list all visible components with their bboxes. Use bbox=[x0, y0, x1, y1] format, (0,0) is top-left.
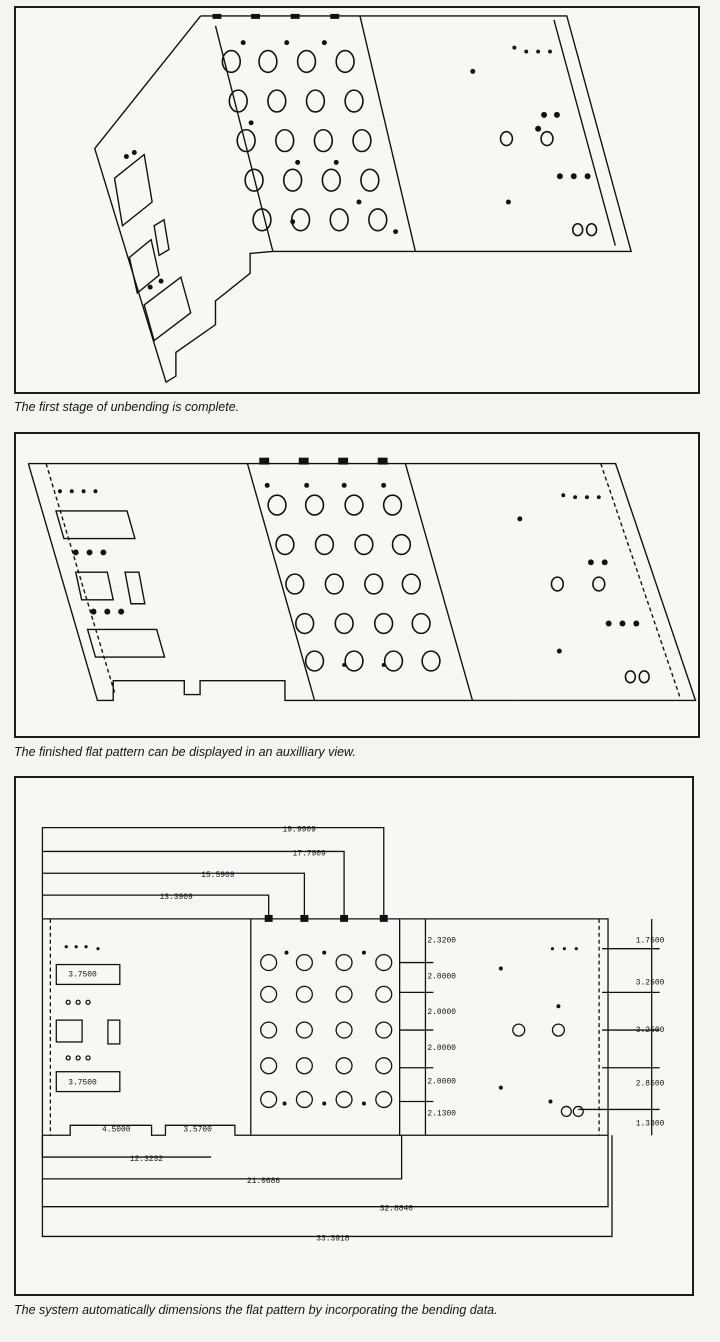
dim-right-hole-5: 2.0000 bbox=[427, 1078, 456, 1087]
figure-1-panel bbox=[14, 6, 700, 394]
dim-right-edge-1: 1.7500 bbox=[636, 937, 665, 946]
dim-cutout-1: 3.7500 bbox=[68, 970, 97, 979]
dim-right-edge-4: 2.8500 bbox=[636, 1080, 665, 1089]
dim-bottom-2: 21.0686 bbox=[247, 1177, 281, 1186]
figure-2-panel bbox=[14, 432, 700, 738]
figure-2-caption: The finished flat pattern can be display… bbox=[14, 745, 356, 759]
dim-right-hole-6: 2.1300 bbox=[427, 1109, 456, 1118]
dim-notch-1: 4.5000 bbox=[102, 1125, 131, 1134]
dim-right-hole-2: 2.0000 bbox=[427, 972, 456, 981]
dim-right-hole-3: 2.0000 bbox=[427, 1008, 456, 1017]
dim-right-edge-5: 1.3300 bbox=[636, 1119, 665, 1128]
dimensioned-flat-pattern-drawing: 19.9909 17.7909 15.5909 13.3909 12.3232 … bbox=[41, 826, 665, 1243]
figure-3-panel: 19.9909 17.7909 15.5909 13.3909 12.3232 … bbox=[14, 776, 694, 1296]
dim-right-hole-4: 2.0000 bbox=[427, 1044, 456, 1053]
part-outline bbox=[41, 918, 609, 1136]
flat-pattern-drawing bbox=[27, 457, 697, 702]
hole-grid bbox=[65, 953, 584, 1118]
hole-grid bbox=[267, 494, 650, 684]
dim-cutout-2: 3.7500 bbox=[68, 1079, 97, 1088]
dim-top-1: 19.9909 bbox=[283, 826, 317, 835]
dim-bottom-4: 33.3918 bbox=[316, 1234, 350, 1243]
small-holes bbox=[64, 945, 578, 1106]
dim-bottom-3: 32.8840 bbox=[380, 1205, 414, 1214]
flat-pattern-outline bbox=[27, 462, 697, 702]
figure-3-caption: The system automatically dimensions the … bbox=[14, 1303, 498, 1317]
figure-1-caption: The first stage of unbending is complete… bbox=[14, 400, 240, 414]
dim-right-edge-2: 3.2500 bbox=[636, 978, 665, 987]
side-flange-outline bbox=[93, 15, 273, 384]
dim-top-3: 15.5909 bbox=[201, 871, 235, 880]
small-holes bbox=[123, 40, 591, 290]
small-holes bbox=[57, 482, 640, 667]
dim-bottom-1: 12.3232 bbox=[130, 1155, 164, 1164]
unbending-stage-drawing bbox=[93, 13, 633, 384]
dim-notch-2: 3.5700 bbox=[183, 1125, 212, 1134]
dim-right-hole-1: 2.3200 bbox=[427, 937, 456, 946]
dim-right-edge-3: 3.2500 bbox=[636, 1026, 665, 1035]
main-face-outline bbox=[200, 15, 633, 253]
dim-top-2: 17.7909 bbox=[292, 849, 326, 858]
hole-grid bbox=[221, 49, 598, 237]
dim-top-4: 13.3909 bbox=[160, 893, 194, 902]
